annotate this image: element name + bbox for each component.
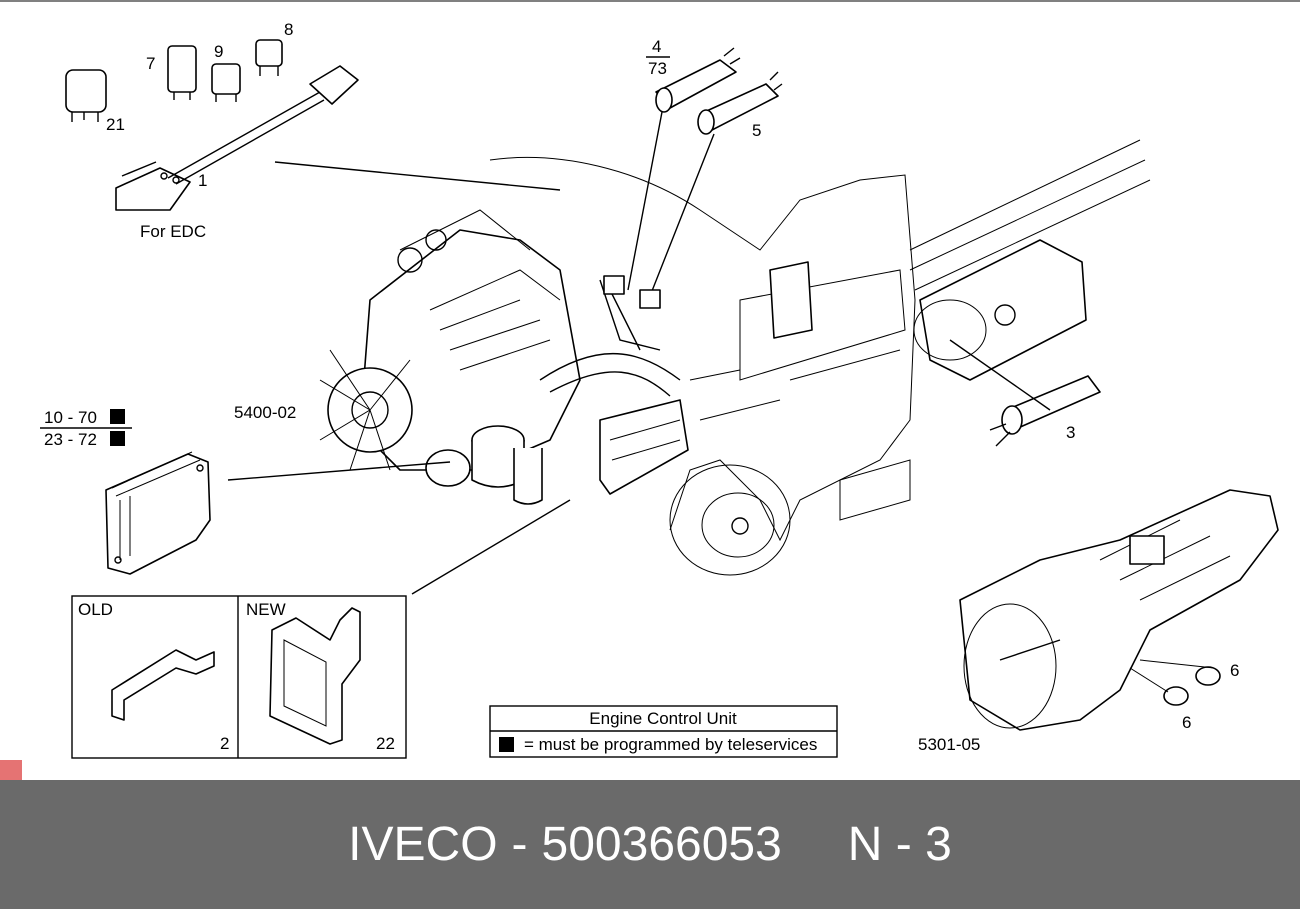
label-9: 9 <box>214 42 223 61</box>
footer-separator: - <box>511 818 528 871</box>
gearbox-5301-05 <box>959 489 1279 731</box>
fuel-pump-3 <box>989 375 1101 447</box>
label-ecu-23-72: 23 - 72 <box>44 430 97 449</box>
label-73: 73 <box>648 59 667 78</box>
ecu-installed <box>599 399 689 495</box>
label-1: 1 <box>198 171 207 190</box>
relay-21 <box>65 69 107 122</box>
engine-assembly <box>319 209 681 505</box>
vehicle-body <box>489 139 1151 576</box>
footer-title: IVECO - 500366053 N - 3 <box>348 817 952 872</box>
gasket-6 <box>1129 659 1221 706</box>
sensor-5 <box>697 71 783 135</box>
label-5: 5 <box>752 121 761 140</box>
ecu-label-fraction <box>40 409 132 446</box>
footer-bar: IVECO - 500366053 N - 3 <box>0 780 1300 909</box>
label-2: 2 <box>220 734 229 753</box>
old-new-bracket-box <box>71 595 407 759</box>
label-22: 22 <box>376 734 395 753</box>
legend-title: Engine Control Unit <box>589 709 737 728</box>
ecu-10-70 <box>105 451 211 575</box>
label-3: 3 <box>1066 423 1075 442</box>
legend-symbol-text: = must be programmed by teleservices <box>524 735 817 754</box>
fuel-tank <box>913 239 1087 381</box>
label-ecu-10-70: 10 - 70 <box>44 408 97 427</box>
label-new: NEW <box>246 600 286 619</box>
label-6-upper: 6 <box>1230 661 1239 680</box>
label-7: 7 <box>146 54 155 73</box>
sensor-4-73 <box>655 47 741 113</box>
label-6-lower: 6 <box>1182 713 1191 732</box>
label-8: 8 <box>284 20 293 39</box>
relay-8 <box>255 39 283 76</box>
corner-marker <box>0 760 22 780</box>
footer-part-number: 500366053 <box>541 818 782 871</box>
relay-7 <box>167 45 197 100</box>
label-5301-05: 5301-05 <box>918 735 980 754</box>
legend-box <box>489 705 838 758</box>
footer-brand: IVECO <box>348 818 498 871</box>
label-old: OLD <box>78 600 113 619</box>
relay-9 <box>211 63 241 102</box>
label-4: 4 <box>652 37 661 56</box>
footer-page-ref: N - 3 <box>847 818 952 871</box>
label-21: 21 <box>106 115 125 134</box>
label-for-edc: For EDC <box>140 222 206 241</box>
parts-diagram: 1 21 7 9 8 For EDC 4 73 5 3 5400-02 10 -… <box>0 0 1300 759</box>
label-5400-02: 5400-02 <box>234 403 296 422</box>
sensor-edc-1 <box>115 65 359 211</box>
